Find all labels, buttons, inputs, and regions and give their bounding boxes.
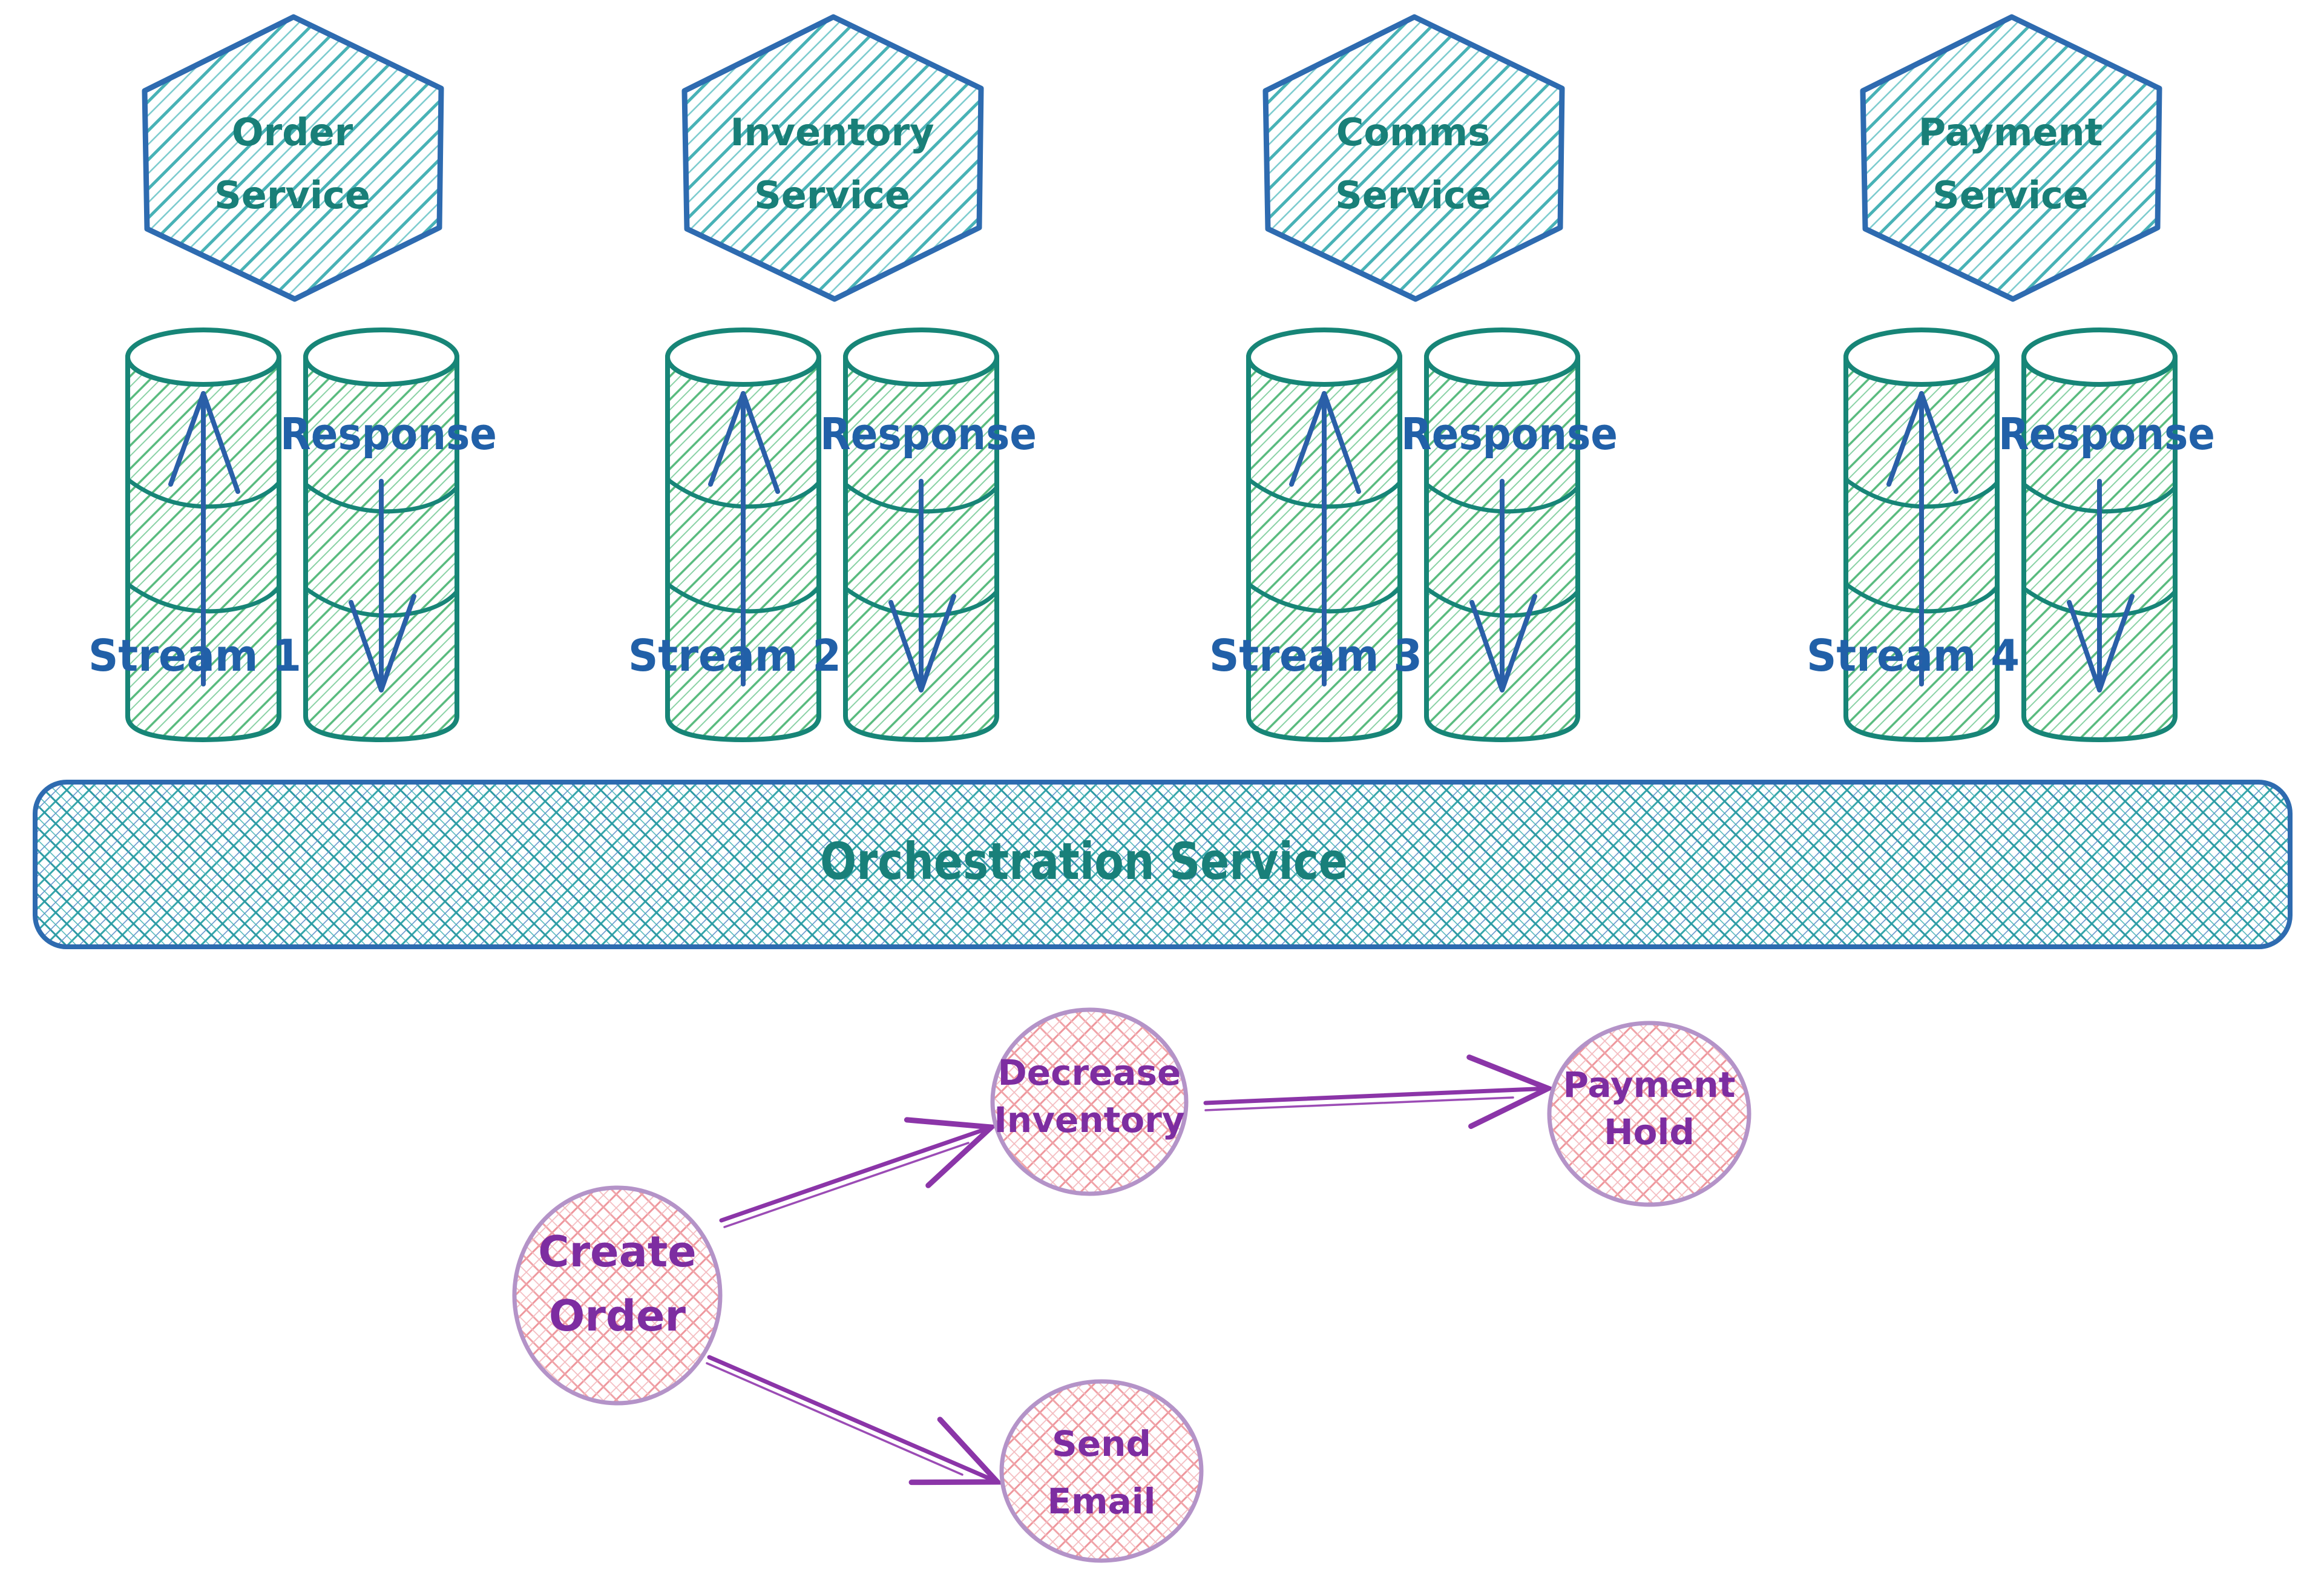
- service-name-line1: Comms: [1336, 110, 1490, 154]
- create-order-circle: [512, 1185, 723, 1406]
- stream-label: Stream 3: [1209, 630, 1422, 681]
- response-label: Response: [1998, 409, 2215, 459]
- edge-decrease-inventory-to-payment-hold: [1203, 1054, 1555, 1129]
- service-name-line2: Service: [214, 173, 370, 217]
- stream-label: Stream 4: [1807, 630, 2020, 681]
- service-group-inventory: Inventory Service Response Stream 2: [628, 17, 1037, 740]
- hexagon-shape: [684, 17, 981, 299]
- node-label-line2: Hold: [1604, 1111, 1695, 1153]
- node-label-line2: Order: [549, 1291, 686, 1341]
- orchestration-bar-shape: [33, 780, 2293, 949]
- service-group-order: Order Service Response Stream 1: [88, 17, 497, 740]
- decrease-inventory-circle: [990, 1007, 1189, 1196]
- hexagon-shape: [1863, 17, 2159, 299]
- service-name-line1: Order: [232, 110, 353, 154]
- service-group-comms: Comms Service Response Stream 3: [1209, 17, 1618, 740]
- hexagon-order-service: Order Service: [145, 17, 441, 299]
- service-name-line2: Service: [1335, 173, 1491, 217]
- node-create-order: Create Order: [512, 1185, 723, 1406]
- hexagon-shape: [145, 17, 441, 299]
- hexagon-shape: [1265, 17, 1562, 299]
- node-label-line2: Email: [1048, 1481, 1156, 1522]
- hexagon-inventory-service: Inventory Service: [684, 17, 981, 299]
- edge-create-order-to-decrease-inventory: [719, 1117, 998, 1228]
- hexagon-comms-service: Comms Service: [1265, 17, 1562, 299]
- response-label: Response: [280, 409, 497, 459]
- node-label-line1: Decrease: [998, 1052, 1181, 1093]
- node-label-line2: Inventory: [994, 1099, 1184, 1140]
- node-send-email: Send Email: [999, 1379, 1204, 1563]
- workflow: Create Order Decrease Inventory Payment …: [512, 1007, 1751, 1563]
- hexagon-payment-service: Payment Service: [1863, 17, 2159, 299]
- node-label-line1: Create: [538, 1227, 697, 1277]
- response-label: Response: [820, 409, 1037, 459]
- stream-label: Stream 2: [628, 630, 841, 681]
- service-name-line1: Inventory: [730, 110, 934, 154]
- payment-hold-circle: [1547, 1021, 1751, 1207]
- service-name-line2: Service: [754, 173, 910, 217]
- service-group-payment: Payment Service Response Stream 4: [1807, 17, 2215, 740]
- service-name-line2: Service: [1932, 173, 2089, 217]
- node-payment-hold: Payment Hold: [1547, 1021, 1751, 1207]
- node-decrease-inventory: Decrease Inventory: [990, 1007, 1189, 1196]
- node-label-line1: Payment: [1563, 1064, 1736, 1105]
- edge-create-order-to-send-email: [706, 1355, 1004, 1486]
- stream-label: Stream 1: [88, 630, 301, 681]
- service-name-line1: Payment: [1919, 110, 2103, 154]
- node-label-line1: Send: [1052, 1423, 1151, 1464]
- orchestration-service-label: Orchestration Service: [820, 832, 1348, 891]
- orchestration-service-bar: Orchestration Service: [33, 780, 2293, 949]
- send-email-circle: [999, 1379, 1204, 1563]
- response-label: Response: [1401, 409, 1618, 459]
